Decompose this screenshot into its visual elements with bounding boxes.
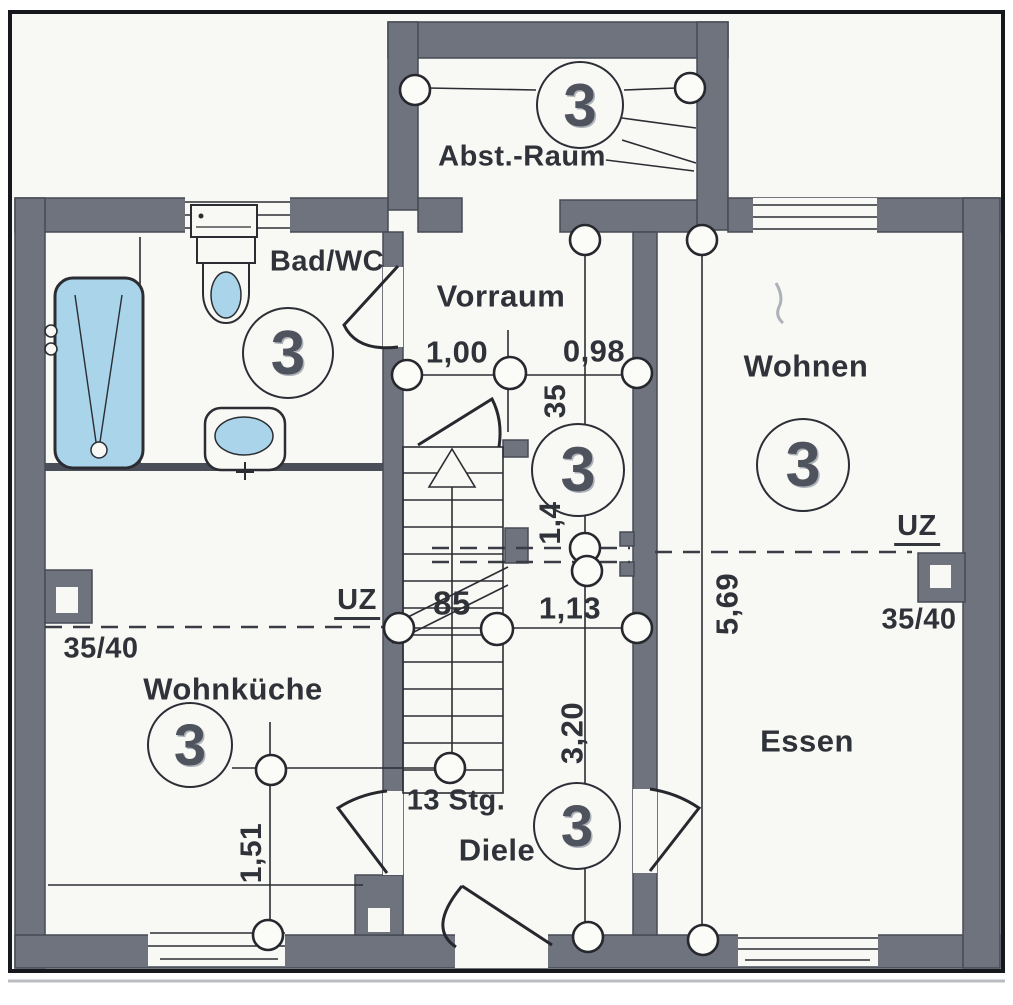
bathtub [44,276,145,470]
unit-marker-wohnen: 3 [756,418,850,512]
unit-number: 3 [173,712,207,778]
dim-hall-depth: 3,20 [554,701,590,765]
sink [203,406,287,480]
diele-right-door [648,787,702,872]
unit-number: 3 [785,430,821,500]
dim-vorraum-left: 1,00 [425,334,489,370]
dim-living-depth: 5,69 [709,572,745,636]
tub-drain [90,441,108,459]
bad-door [342,264,400,350]
dim-vorraum-depth-lower: 1,4 [534,501,567,545]
dim-hall-opening: 1,13 [538,590,602,626]
unit-number: 3 [563,71,597,139]
tub-tap [44,324,58,338]
unit-marker-abstellraum: 3 [536,61,624,149]
unit-number: 3 [560,793,594,859]
diele-left-opening [383,791,403,875]
unit-marker-diele: 3 [533,782,621,870]
right-pier-core [930,565,951,588]
door-openings [56,267,951,968]
left-pier-core [56,587,78,613]
dim-vorraum-depth-upper: 35 [539,383,572,419]
stair-wall-stub-mid [504,527,529,564]
stairs-count-label: 13 Stg. [406,784,506,817]
entrance-opening [455,930,548,968]
right-wall [962,197,1001,969]
unit-number: 3 [270,318,306,388]
room-label-vorraum: Vorraum [436,278,566,314]
room-label-essen: Essen [760,723,854,759]
essen-window [738,930,878,966]
stair-wall-stub-top [502,439,529,458]
stair-door [417,396,502,448]
stairs [402,446,504,794]
dim-stair-width: 85 [433,584,471,622]
hall-wall-stub-a [619,531,635,547]
abst-left-wall [387,21,419,211]
scan-artifact [774,282,785,325]
abst-right-wall [696,21,729,231]
diele-pier-core [368,908,390,932]
abst-leader-2 [621,139,697,164]
room-label-abstellraum: Abst.-Raum [438,140,606,173]
room-label-diele: Diele [458,832,536,868]
abst-leader-3 [605,159,695,172]
room-label-bad: Bad/WC [269,245,385,278]
left-wall [14,197,46,969]
dim-vorraum-right: 0,98 [562,333,626,369]
dim-kitchen-axis: 1,51 [235,822,268,884]
room-label-wohnkueche: Wohnküche [143,671,323,707]
beam-size-right: 35/40 [881,603,957,636]
beam-label-right: UZ [894,512,940,546]
unit-marker-wohnkueche: 3 [147,702,233,788]
beam-size-left: 35/40 [63,632,139,665]
toilet [190,204,258,324]
top-wall-mid-left [417,197,463,233]
diele-right-opening [633,789,657,873]
beam-label-left: UZ [334,586,380,620]
unit-marker-bad: 3 [242,307,334,399]
beam-dashed-lines [45,546,912,629]
unit-number: 3 [560,435,596,505]
entrance-door [441,884,553,949]
unit-marker-vorraum: 3 [531,423,625,517]
abst-top-wall [387,21,729,59]
abst-leader-1 [621,117,697,129]
doors [335,264,702,949]
stair-cut-line-1 [391,566,509,626]
room-label-wohnen: Wohnen [743,348,869,384]
diele-left-door [335,789,389,874]
wohnen-window [753,198,877,234]
bad-door-opening [383,267,403,347]
hall-wall-stub-b [619,561,635,577]
measure-point-circles [251,71,720,957]
